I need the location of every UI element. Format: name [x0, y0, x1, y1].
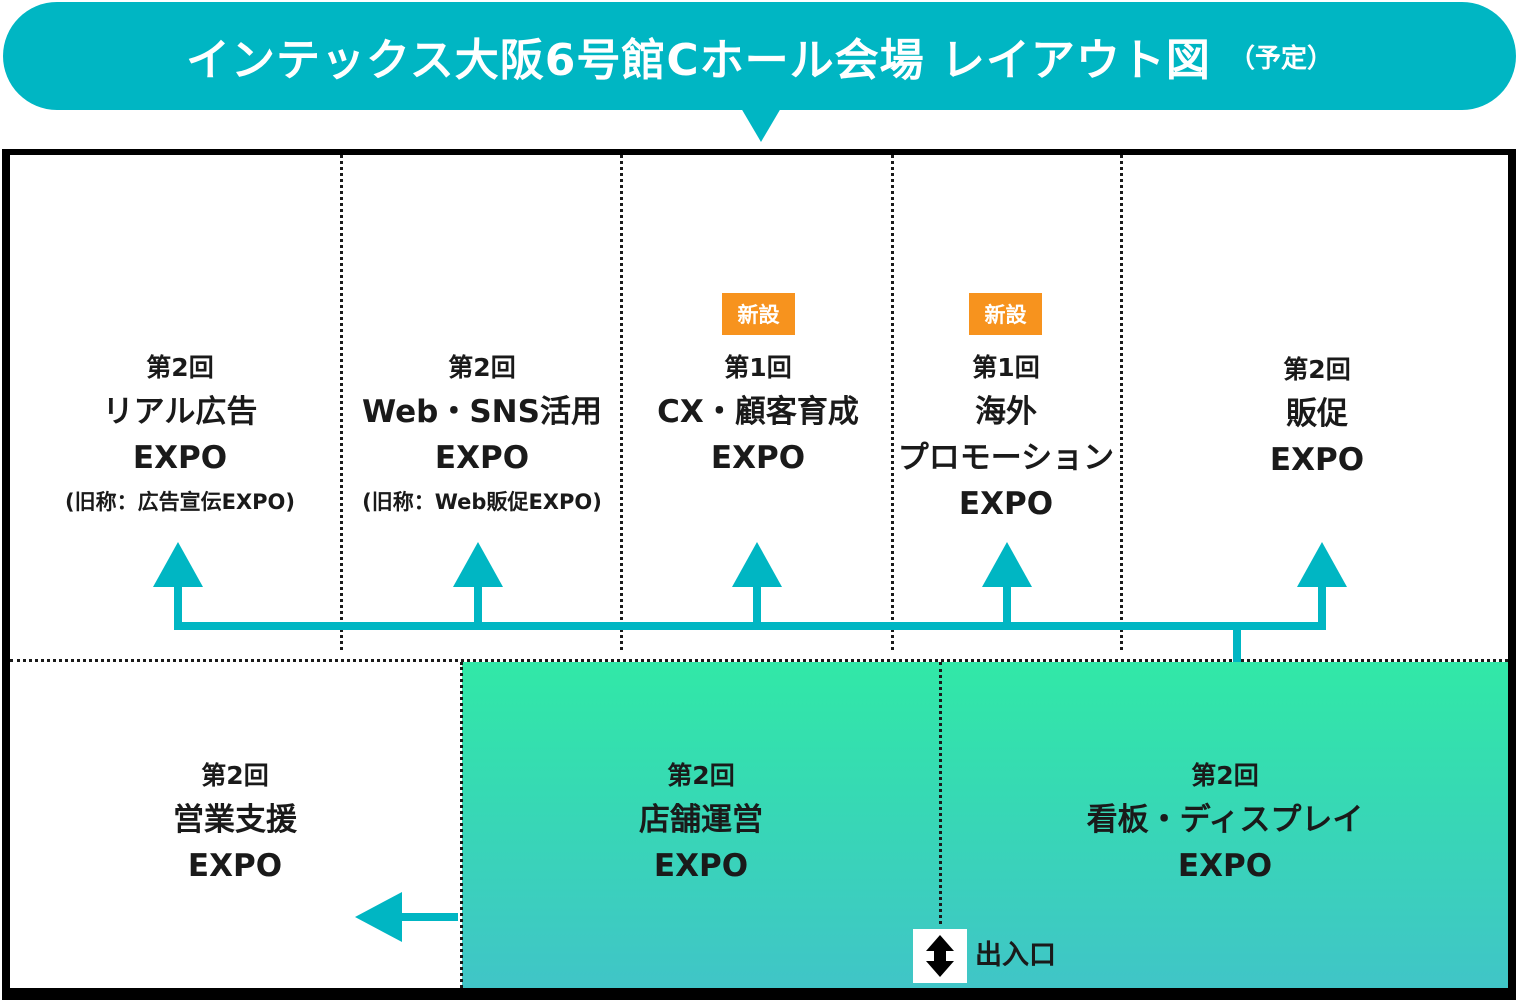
partition-line — [340, 155, 343, 650]
booth-expo-label: EXPO — [434, 440, 530, 476]
booth-former-name: (旧称：Web販促EXPO) — [362, 490, 602, 514]
booth-edition: 第1回 — [972, 353, 1040, 382]
booth-sales-promotion-expo: 第2回 販促 EXPO — [1126, 355, 1508, 483]
flow-trunk-line — [1233, 622, 1241, 662]
layout-title-note: （予定） — [1228, 43, 1333, 74]
partition-line — [620, 155, 623, 650]
flow-stem — [1003, 587, 1011, 630]
booth-name-line2: プロモーション — [897, 440, 1115, 476]
entrance-label: 出入口 — [975, 940, 1056, 971]
hall-floor-area: 新設 新設 第2回 リアル広告 EXPO (旧称：広告宣伝EXPO) 第2回 W… — [10, 155, 1508, 988]
booth-expo-label: EXPO — [653, 848, 749, 884]
booth-signage-display-expo: 第2回 看板・ディスプレイ EXPO — [942, 761, 1508, 889]
layout-title: インテックス大阪6号館Cホール会場 レイアウト図 — [186, 35, 1211, 86]
booth-name: 営業支援 — [173, 802, 297, 838]
new-badge: 新設 — [722, 293, 795, 335]
highlighted-zone — [462, 662, 1508, 988]
partition-line — [460, 662, 463, 988]
booth-expo-label: EXPO — [710, 440, 806, 476]
booth-name: 店舗運営 — [639, 802, 763, 838]
flow-arrow-up — [1297, 542, 1347, 587]
booth-name-line1: 海外 — [975, 394, 1037, 430]
booth-overseas-promotion-expo: 第1回 海外 プロモーション EXPO — [890, 353, 1122, 527]
flow-stem — [1318, 587, 1326, 630]
booth-expo-label: EXPO — [958, 486, 1054, 522]
flow-arrow-left — [355, 892, 402, 942]
booth-expo-label: EXPO — [1269, 442, 1365, 478]
booth-sales-support-expo: 第2回 営業支援 EXPO — [10, 761, 460, 889]
booth-edition: 第2回 — [448, 353, 516, 382]
booth-former-name: (旧称：広告宣伝EXPO) — [65, 490, 295, 514]
flow-arrow-up — [982, 542, 1032, 587]
new-badge: 新設 — [969, 293, 1042, 335]
title-banner: インテックス大阪6号館Cホール会場 レイアウト図 （予定） — [3, 2, 1516, 110]
booth-expo-label: EXPO — [187, 848, 283, 884]
booth-name: リアル広告 — [102, 394, 258, 430]
hall-floor-plan: 新設 新設 第2回 リアル広告 EXPO (旧称：広告宣伝EXPO) 第2回 W… — [2, 149, 1516, 1000]
flow-arrow-up — [732, 542, 782, 587]
title-pointer — [741, 108, 781, 142]
booth-edition: 第2回 — [201, 761, 269, 790]
booth-name: 看板・ディスプレイ — [1086, 802, 1364, 838]
visitor-flow-arrows — [153, 542, 1347, 942]
flow-left-shaft — [400, 913, 458, 921]
partition-line — [939, 662, 942, 924]
booth-web-sns-expo: 第2回 Web・SNS活用 EXPO (旧称：Web販促EXPO) — [344, 353, 620, 517]
booth-edition: 第2回 — [1283, 355, 1351, 384]
partition-line — [891, 155, 894, 650]
booth-edition: 第1回 — [724, 353, 792, 382]
entrance-icon — [913, 929, 967, 983]
booth-store-operations-expo: 第2回 店舗運営 EXPO — [463, 761, 939, 889]
partition-line — [1120, 155, 1123, 650]
booth-real-ad-expo: 第2回 リアル広告 EXPO (旧称：広告宣伝EXPO) — [20, 353, 340, 517]
flow-main-line — [174, 622, 1326, 630]
booth-name: CX・顧客育成 — [657, 394, 859, 430]
flow-stem — [474, 587, 482, 630]
booth-cx-expo: 第1回 CX・顧客育成 EXPO — [624, 353, 892, 481]
booth-edition: 第2回 — [1191, 761, 1259, 790]
partition-line — [10, 659, 1508, 662]
booth-expo-label: EXPO — [1177, 848, 1273, 884]
booth-edition: 第2回 — [667, 761, 735, 790]
booth-name: Web・SNS活用 — [362, 394, 602, 430]
flow-stem — [174, 587, 182, 630]
flow-stem — [753, 587, 761, 630]
booth-expo-label: EXPO — [132, 440, 228, 476]
flow-arrow-up — [453, 542, 503, 587]
booth-name: 販促 — [1286, 396, 1348, 432]
flow-arrow-up — [153, 542, 203, 587]
booth-edition: 第2回 — [146, 353, 214, 382]
